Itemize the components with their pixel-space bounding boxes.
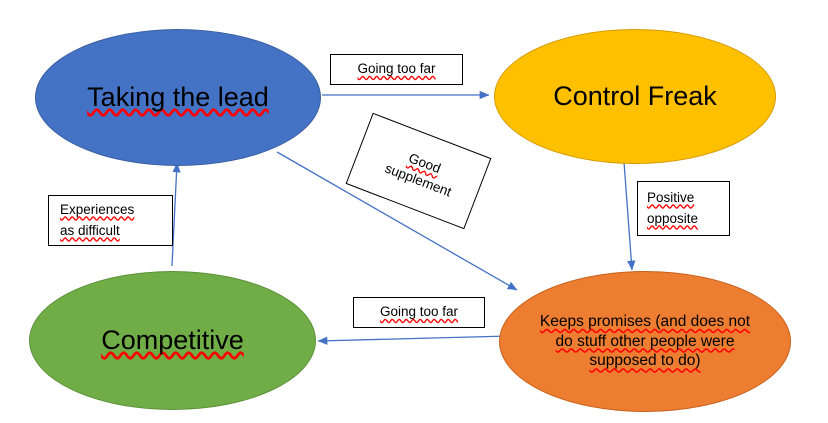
node-keeps-promises-line3: supposed to do) [589, 352, 701, 370]
node-keeps-promises-line2: do stuff other people were [555, 332, 735, 350]
edge-label-positive-opposite-line2: opposite [647, 210, 699, 226]
edge-label-positive-opposite-line1: Positive [647, 189, 695, 205]
node-taking-the-lead[interactable]: Taking the lead [35, 29, 321, 166]
node-taking-the-lead-label: Taking the lead [87, 82, 269, 113]
node-control-freak[interactable]: Control Freak [494, 29, 776, 164]
edge-label-going-too-far-top[interactable]: Going too far [330, 54, 463, 85]
arrow-lead-to-keeps [276, 151, 518, 291]
edge-label-experiences-as-difficult-text: Experiences as difficult [60, 200, 134, 242]
edge-label-going-too-far-bottom[interactable]: Going too far [353, 297, 485, 328]
edge-label-experiences-as-difficult-line1: Experiences [60, 201, 135, 217]
node-competitive[interactable]: Competitive [29, 271, 316, 410]
node-competitive-label: Competitive [101, 325, 244, 356]
edge-label-good-supplement-text: Good supplement [377, 140, 461, 201]
edge-label-experiences-as-difficult[interactable]: Experiences as difficult [48, 195, 173, 246]
edge-label-going-too-far-bottom-text: Going too far [379, 304, 459, 320]
edge-label-positive-opposite[interactable]: Positive opposite [637, 181, 730, 236]
edge-label-going-too-far-top-text: Going too far [357, 61, 436, 77]
edge-label-experiences-as-difficult-line2: as difficult [60, 222, 120, 238]
node-keeps-promises-line1: Keeps promises (and does not [539, 312, 751, 330]
node-keeps-promises-label: Keeps promises (and does not do stuff ot… [540, 312, 750, 371]
arrow-keeps-to-competitive [317, 335, 510, 345]
arrow-control-to-keeps [623, 161, 636, 271]
arrow-competitive-to-lead [171, 162, 181, 267]
node-control-freak-label: Control Freak [553, 81, 717, 112]
node-keeps-promises[interactable]: Keeps promises (and does not do stuff ot… [499, 271, 791, 412]
edge-label-positive-opposite-text: Positive opposite [647, 188, 698, 230]
